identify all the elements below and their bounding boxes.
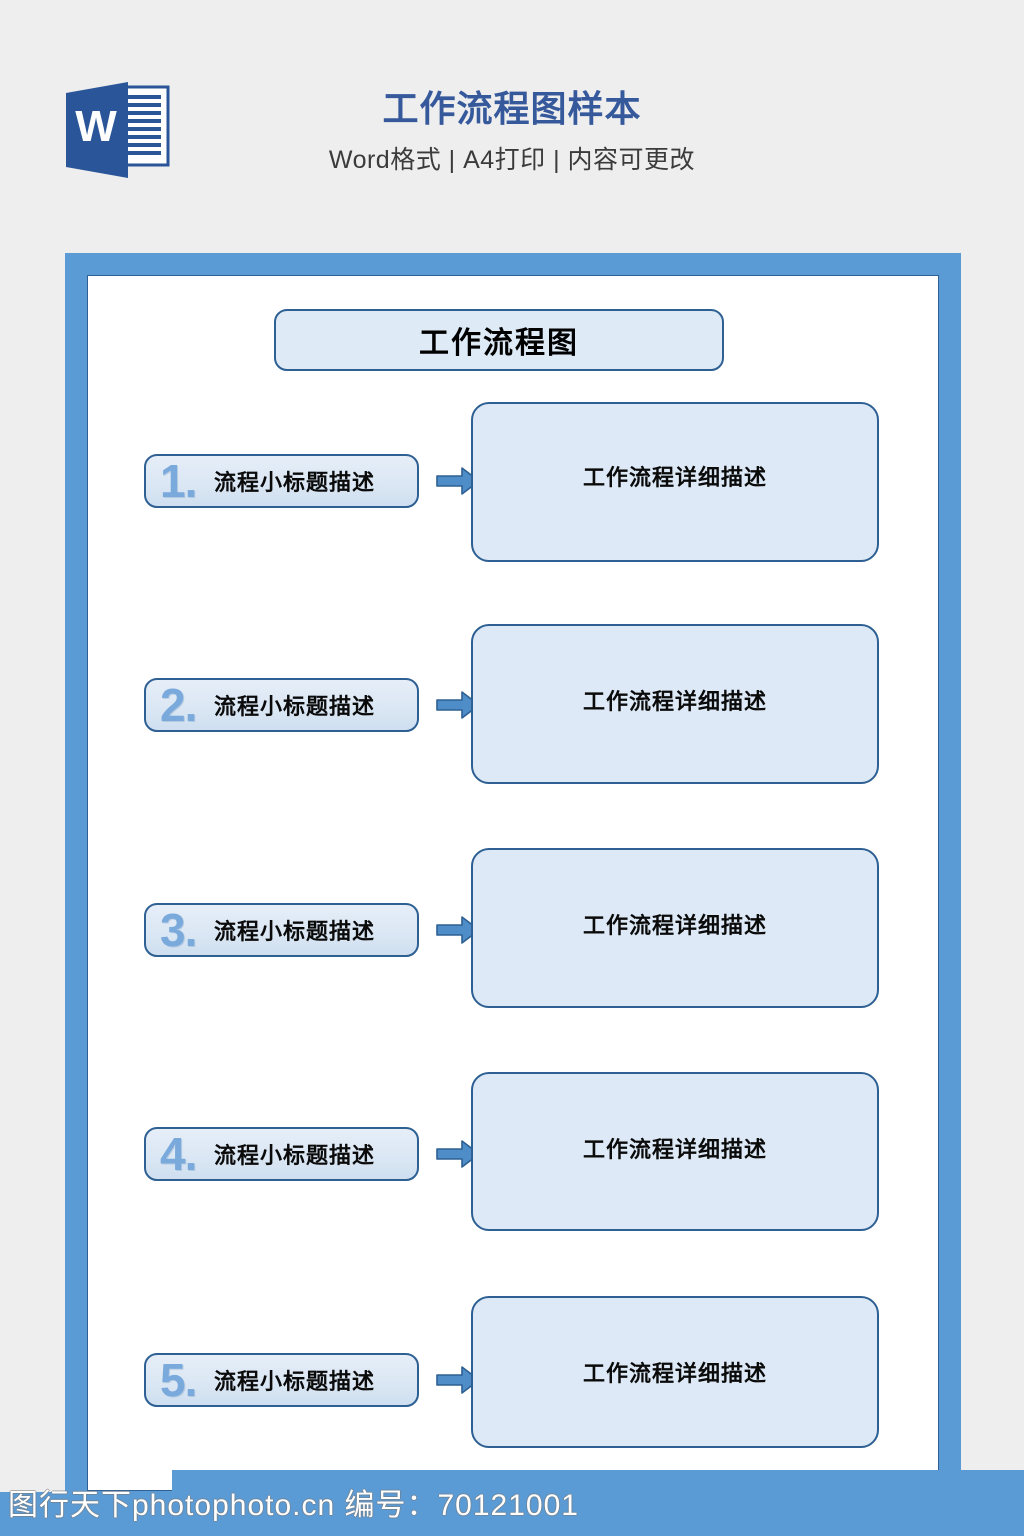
footer-band <box>0 1492 1024 1536</box>
step-number-2: 2. <box>160 679 197 731</box>
step-label-box-4[interactable]: 4. 流程小标题描述 <box>144 1127 419 1181</box>
step-detail-box-1[interactable]: 工作流程详细描述 <box>471 402 879 562</box>
step-detail-box-4[interactable]: 工作流程详细描述 <box>471 1072 879 1231</box>
word-logo-icon: W <box>62 79 172 181</box>
arrow-right-icon <box>436 1365 480 1395</box>
step-detail-box-5[interactable]: 工作流程详细描述 <box>471 1296 879 1448</box>
header-text-block: 工作流程图样本 Word格式 | A4打印 | 内容可更改 <box>0 86 1024 176</box>
step-detail-text-2: 工作流程详细描述 <box>582 689 767 714</box>
arrow-right-icon <box>436 915 480 945</box>
page-title: 工作流程图样本 <box>382 88 642 129</box>
step-detail-text-5: 工作流程详细描述 <box>582 1361 767 1386</box>
flowchart-title-box: 工作流程图 <box>274 309 724 371</box>
step-number-1: 1. <box>160 455 197 507</box>
arrow-right-icon <box>436 690 480 720</box>
arrow-right-icon <box>436 1139 480 1169</box>
step-label-text-4: 流程小标题描述 <box>214 1143 376 1168</box>
step-label-text-3: 流程小标题描述 <box>214 919 376 944</box>
step-detail-text-3: 工作流程详细描述 <box>582 913 767 938</box>
step-number-4: 4. <box>160 1128 197 1180</box>
step-label-text-1: 流程小标题描述 <box>214 470 376 495</box>
document-sheet: 工作流程图 1. 流程小标题描述 工作流程详细描述 2. 流程小标题描述 <box>87 275 939 1491</box>
step-label-box-5[interactable]: 5. 流程小标题描述 <box>144 1353 419 1407</box>
step-label-text-5: 流程小标题描述 <box>214 1369 376 1394</box>
step-detail-text-1: 工作流程详细描述 <box>582 465 767 490</box>
page-subtitle: Word格式 | A4打印 | 内容可更改 <box>328 146 696 174</box>
document-frame: 工作流程图 1. 流程小标题描述 工作流程详细描述 2. 流程小标题描述 <box>65 253 961 1513</box>
page-header: W 工作流程图样本 Word格式 | A4打印 | 内容可更改 <box>0 0 1024 240</box>
step-label-text-2: 流程小标题描述 <box>214 694 376 719</box>
step-number-3: 3. <box>160 904 197 956</box>
step-label-box-1[interactable]: 1. 流程小标题描述 <box>144 454 419 508</box>
step-detail-text-4: 工作流程详细描述 <box>582 1137 767 1162</box>
flowchart-title-text: 工作流程图 <box>419 327 579 360</box>
step-label-box-2[interactable]: 2. 流程小标题描述 <box>144 678 419 732</box>
svg-text:W: W <box>75 102 117 151</box>
footer-band-upper <box>172 1470 1024 1492</box>
step-number-5: 5. <box>160 1354 197 1406</box>
watermark-text: 图行天下photophoto.cn 编号：70121001 <box>8 1489 579 1522</box>
step-detail-box-2[interactable]: 工作流程详细描述 <box>471 624 879 784</box>
arrow-right-icon <box>436 466 480 496</box>
step-label-box-3[interactable]: 3. 流程小标题描述 <box>144 903 419 957</box>
step-detail-box-3[interactable]: 工作流程详细描述 <box>471 848 879 1008</box>
